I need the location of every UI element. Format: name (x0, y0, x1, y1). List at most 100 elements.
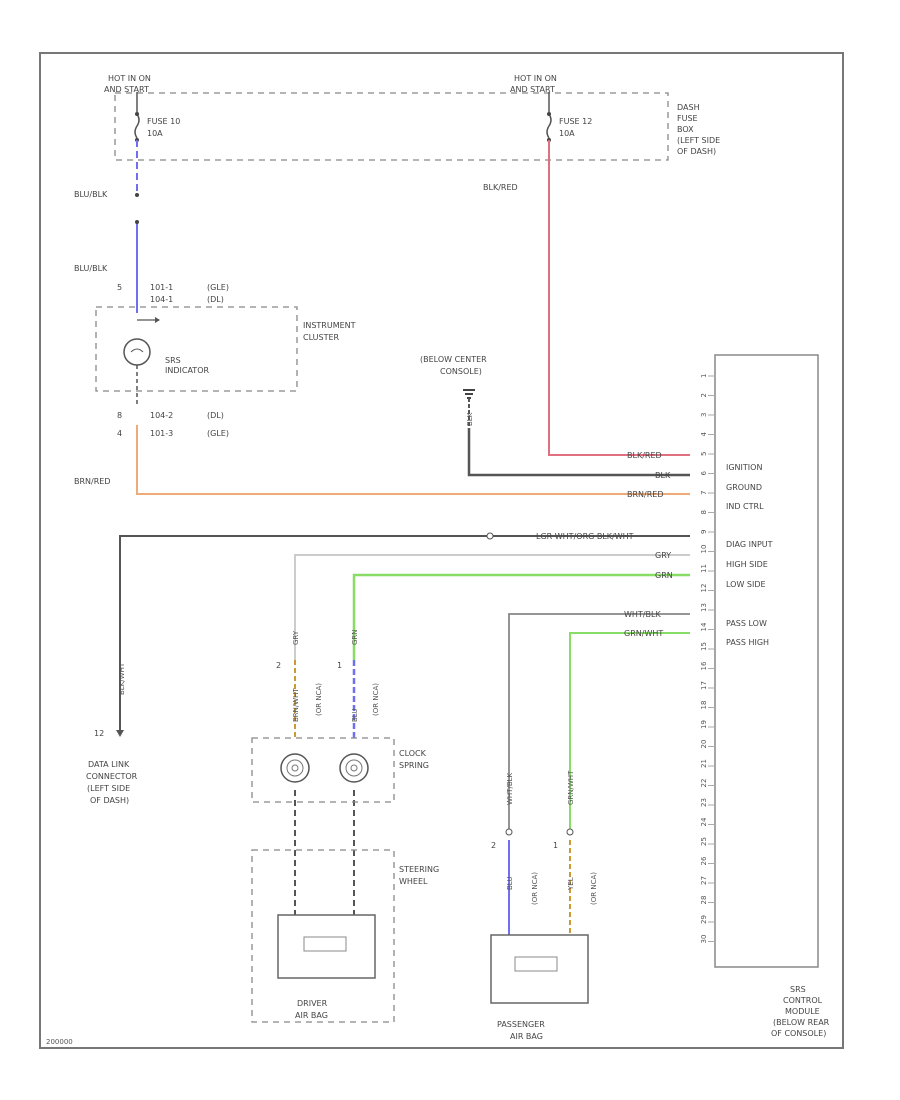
fuse-12-symbol (546, 113, 552, 139)
clock-wire-gry: GRY (292, 630, 300, 645)
clock-wire-grn: GRN (351, 629, 359, 645)
clock-spring-label-2: SPRING (399, 761, 429, 770)
fuse-12-label: FUSE 12 (559, 117, 592, 126)
srs-wire-blk-wht: LGR WHT/ORG BLK/WHT (536, 532, 634, 541)
srs-indicator-label-2: INDICATOR (165, 366, 209, 375)
data-link-connector: BLK/WHT 12 DATA LINK CONNECTOR (LEFT SID… (86, 650, 138, 805)
srs-func-pass-low: PASS LOW (726, 619, 767, 628)
passenger-airbag: 2 1 WHT/BLK GRN/WHT BLU YEL (OR NCA) (OR… (490, 770, 598, 1041)
clock-spring-coil-right-icon (339, 753, 369, 783)
fuse-box-label-4: (LEFT SIDE (677, 136, 720, 145)
srs-pin-4: 4 (700, 432, 708, 437)
dlc-pin: 12 (94, 729, 104, 738)
wire-wht-blk-passenger (508, 613, 690, 830)
wire-data-link (119, 535, 690, 730)
fuse-box-label-5: OF DASH) (677, 147, 716, 156)
fuse-10-node-top (135, 112, 139, 116)
srs-func-ground: GROUND (726, 483, 762, 492)
srs-pin-22: 22 (700, 779, 708, 788)
driver-airbag-label-1: DRIVER (297, 999, 328, 1008)
passenger-pin-1-terminal (566, 828, 574, 836)
fuse-12-node-top (547, 112, 551, 116)
srs-pin-7: 7 (700, 491, 708, 495)
srs-pin-29: 29 (700, 915, 708, 924)
srs-pin-10: 10 (700, 545, 708, 554)
passenger-airbag-squib-icon (514, 956, 558, 972)
wire-ground-blk (467, 428, 690, 477)
srs-pin-13: 13 (700, 603, 708, 612)
passenger-pin-2-terminal (505, 828, 513, 836)
arrow-right-icon (155, 317, 160, 323)
srs-indicator-label-1: SRS (165, 356, 181, 365)
wire-gry-clock-left (294, 554, 690, 660)
fuse-box-label-3: BOX (677, 125, 694, 134)
srs-pin-18: 18 (700, 701, 708, 710)
dlc-terminal-icon (116, 730, 124, 737)
splice-blu-blk (135, 193, 139, 197)
srs-pin-23: 23 (700, 798, 708, 807)
srs-func-high-side: HIGH SIDE (726, 560, 768, 569)
srs-wire-blk-red: BLK/RED (627, 451, 662, 460)
srs-pin-16: 16 (700, 661, 708, 670)
clock-spring-label-1: CLOCK (399, 749, 427, 758)
passenger-note-left: (OR NCA) (531, 872, 539, 905)
srs-wire-grn-wht: GRN/WHT (624, 629, 663, 638)
dlc-wire-label: BLK/WHT (118, 662, 126, 695)
fuse-10-label: FUSE 10 (147, 117, 180, 126)
clock-spring-outline (251, 737, 395, 803)
coil-left-core (291, 764, 299, 772)
coil-right-inner (345, 759, 363, 777)
steering-wheel-label-1: STEERING (399, 865, 439, 874)
srs-wire-grn: GRN (655, 571, 673, 580)
srs-func-low-side: LOW SIDE (726, 580, 766, 589)
fuse-box-label-1: DASH (677, 103, 700, 112)
fuse-12-amps: 10A (559, 129, 575, 138)
ground-wire-label: BLK (466, 412, 474, 426)
clock-note-right: (OR NCA) (372, 683, 380, 716)
wire-label-brn-red: BRN/RED (74, 477, 111, 486)
srs-pin-24: 24 (700, 817, 708, 826)
passenger-pin-right: 1 (553, 841, 558, 850)
driver-airbag-label-2: AIR BAG (295, 1011, 328, 1020)
diagram-frame (39, 52, 844, 1049)
passenger-pin-left: 2 (491, 841, 496, 850)
dash-fuse-box: HOT IN ON AND START HOT IN ON AND START … (104, 74, 720, 161)
wire-brn-red (136, 425, 690, 495)
srs-module-outline (714, 354, 819, 968)
srs-module-label-5: OF CONSOLE) (771, 1029, 826, 1038)
srs-pin-30: 30 (700, 935, 708, 944)
srs-pin-1: 1 (700, 374, 708, 378)
srs-pin-15: 15 (700, 642, 708, 651)
srs-pin-5: 5 (700, 452, 708, 456)
srs-pin-6: 6 (700, 471, 708, 476)
passenger-airbag-label-1: PASSENGER (497, 1020, 545, 1029)
fuse-10-symbol (134, 113, 140, 139)
clock-wire-brn-wht: BRN/WHT (292, 688, 300, 722)
srs-pin-21: 21 (700, 759, 708, 768)
cluster-pin-bot-2-num: 4 (117, 429, 122, 438)
wire-blk-red (548, 140, 690, 456)
srs-func-ignition: IGNITION (726, 463, 762, 472)
wire-label-blu-blk-1: BLU/BLK (74, 190, 108, 199)
cluster-pin-top-1-note: (GLE) (207, 283, 229, 292)
fuse-right-header-2: AND START (510, 85, 555, 94)
srs-wire-blk: BLK (655, 471, 671, 480)
srs-indicator-bulb (123, 338, 151, 366)
fuse-right-header-1: HOT IN ON (514, 74, 557, 83)
srs-pin-27: 27 (700, 876, 708, 885)
srs-func-diag-input: DIAG INPUT (726, 540, 773, 549)
passenger-wire-yel: YEL (567, 877, 575, 891)
clock-wire-blu: BLU (351, 709, 359, 722)
srs-pin-14: 14 (700, 622, 708, 631)
srs-pin-9: 9 (700, 530, 708, 534)
cluster-pin-top-2-note: (DL) (207, 295, 224, 304)
fuse-box-outline (114, 92, 669, 161)
steering-wheel-outline (251, 849, 395, 1023)
srs-pin-26: 26 (700, 856, 708, 865)
clock-spring-coil-left-icon (280, 753, 310, 783)
steering-wheel-label-2: WHEEL (399, 877, 428, 886)
diagram-id: 200000 (46, 1038, 73, 1046)
passenger-note-right: (OR NCA) (590, 872, 598, 905)
cluster-pin-top-2-conn: 104-1 (150, 295, 173, 304)
srs-pin-11: 11 (700, 564, 708, 573)
